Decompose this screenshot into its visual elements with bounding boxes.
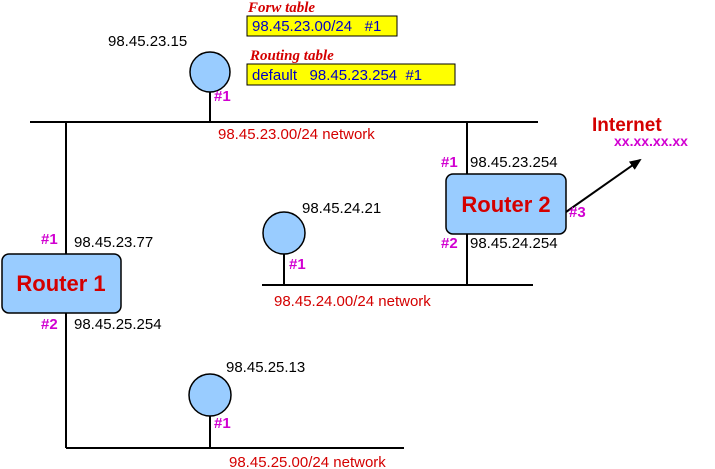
forw-table-entry: 98.45.23.00/24 #1	[252, 18, 381, 35]
router1-ip1: 98.45.23.77	[74, 234, 153, 251]
router2-port1: #1	[441, 154, 458, 171]
host1-ip: 98.45.23.15	[108, 33, 187, 50]
router1-ip2: 98.45.25.254	[74, 316, 162, 333]
router1-port1: #1	[41, 231, 58, 248]
host3-ip: 98.45.25.13	[226, 359, 305, 376]
forw-table-title: Forw table	[247, 0, 315, 16]
host1-node	[189, 51, 231, 93]
host2-ip: 98.45.24.21	[302, 200, 381, 217]
network-23-label: 98.45.23.00/24 network	[218, 126, 375, 143]
internet-arrow	[565, 158, 642, 213]
host1-port: #1	[214, 88, 231, 105]
internet-title: Internet	[592, 115, 662, 136]
router2-port3: #3	[569, 204, 586, 221]
router1-port2: #2	[41, 316, 58, 333]
forw-table-box	[246, 15, 398, 37]
host3-node	[188, 373, 232, 417]
routing-table-entry: default 98.45.23.254 #1	[252, 67, 422, 84]
host2-port: #1	[289, 256, 306, 273]
router2-name: Router 2	[461, 192, 550, 217]
router2-ip1: 98.45.23.254	[470, 154, 558, 171]
router2-box	[445, 173, 567, 235]
router2-port2: #2	[441, 235, 458, 252]
network-24-label: 98.45.24.00/24 network	[274, 293, 431, 310]
host3-port: #1	[214, 415, 231, 432]
network-25-label: 98.45.25.00/24 network	[229, 454, 386, 469]
internet-address: xx.xx.xx.xx	[614, 133, 688, 149]
router1-name: Router 1	[16, 271, 105, 296]
router1-box	[1, 253, 122, 314]
host2-node	[262, 211, 306, 255]
router2-ip2: 98.45.24.254	[470, 235, 558, 252]
routing-table-box	[246, 63, 456, 86]
routing-table-title: Routing table	[249, 48, 334, 64]
